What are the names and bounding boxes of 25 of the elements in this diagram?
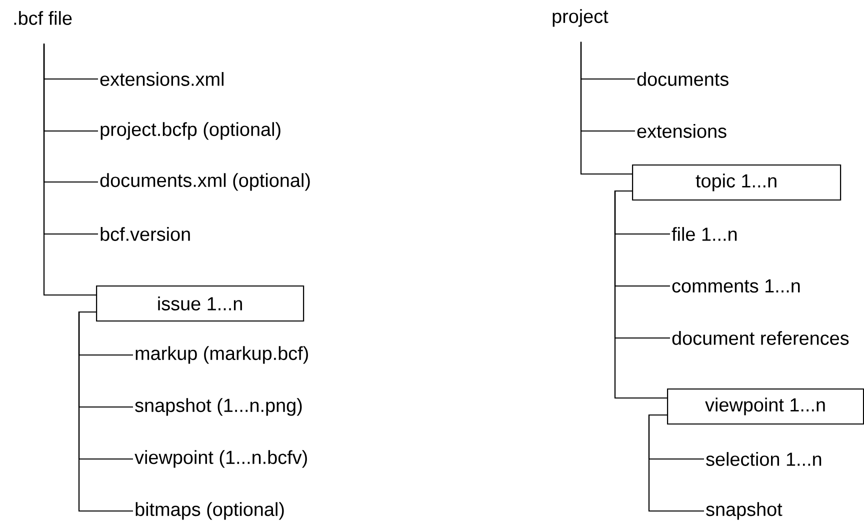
item-label: viewpoint (1...n.bcfv): [134, 450, 307, 468]
item-label: snapshot (1...n.png): [135, 398, 302, 416]
item-label: bitmaps (optional): [136, 502, 284, 520]
connector-line: [43, 44, 96, 296]
box: issue 1...n: [96, 285, 304, 322]
connector-line: [78, 311, 133, 512]
item-label: file 1...n: [672, 227, 737, 241]
item-label: markup (markup.bcf): [136, 346, 308, 364]
item-label: extensions: [637, 124, 726, 138]
connector-line: [580, 42, 632, 175]
box: topic 1...n: [632, 164, 842, 201]
item-label: comments 1...n: [672, 279, 800, 293]
connector-line: [614, 190, 667, 399]
item-label: document references: [672, 331, 849, 345]
root-label: .bcf file: [14, 11, 72, 25]
item-label: documents: [637, 72, 728, 86]
item-label: bcf.version: [100, 227, 190, 241]
item-label: extensions.xml: [100, 72, 224, 86]
item-label: selection 1...n: [706, 452, 822, 466]
box: viewpoint 1...n: [667, 388, 864, 425]
connector-line: [648, 414, 704, 512]
item-label: project.bcfp (optional): [100, 122, 280, 140]
item-label: documents.xml (optional): [100, 173, 310, 191]
item-label: snapshot: [706, 502, 782, 520]
root-label: project: [552, 9, 608, 27]
